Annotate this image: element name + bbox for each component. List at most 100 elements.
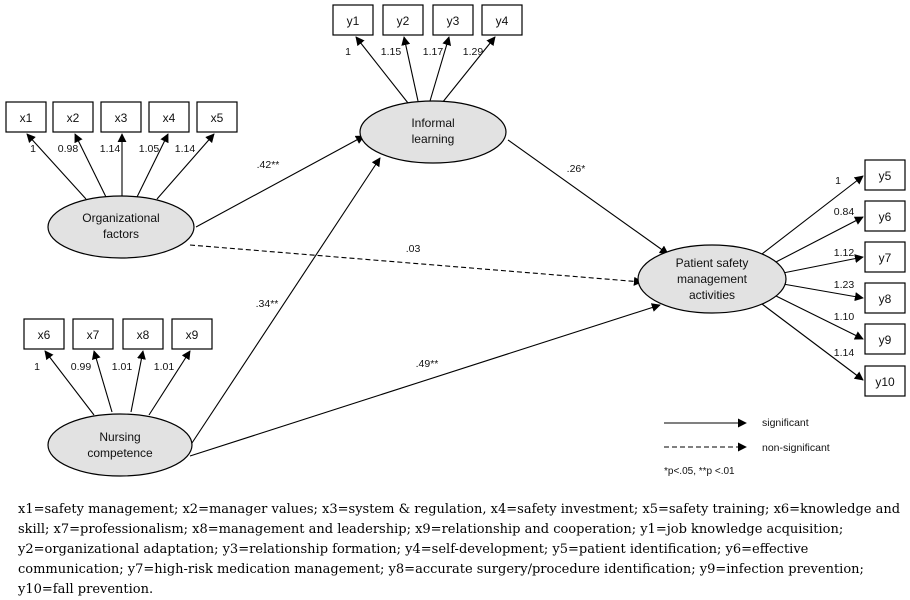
arrow-to-y8 bbox=[782, 283, 864, 302]
arrow-to-x2 bbox=[74, 133, 107, 198]
arrow-to-x9 bbox=[148, 350, 191, 416]
label-x3: x3 bbox=[115, 111, 128, 125]
loading-y6: 0.84 bbox=[834, 206, 855, 218]
label-y6: y6 bbox=[879, 210, 892, 224]
label-y8: y8 bbox=[879, 292, 892, 306]
loading-x8: 1.01 bbox=[112, 361, 133, 373]
coef-nurse-to-patient: .49** bbox=[416, 358, 439, 370]
loading-y2: 1.15 bbox=[381, 46, 402, 58]
informal-learning-line2: learning bbox=[412, 132, 455, 146]
arrow-to-x6 bbox=[44, 350, 95, 416]
coef-org-to-informal: .42** bbox=[257, 159, 280, 171]
arrow-to-y7 bbox=[782, 254, 864, 274]
legend-significant: significant bbox=[762, 417, 809, 429]
arrow-to-y10 bbox=[761, 303, 864, 381]
patient-safety-line3: activities bbox=[689, 288, 735, 302]
construct-labels: Informal learning Organizational factors… bbox=[82, 116, 748, 460]
construct-informal-learning bbox=[359, 100, 507, 164]
loading-x9: 1.01 bbox=[154, 361, 175, 373]
arrow-to-x8 bbox=[130, 350, 146, 413]
loading-values: 1 1.15 1.17 1.29 1 0.98 1.14 1.05 1.14 1… bbox=[30, 46, 854, 373]
box-y3 bbox=[432, 4, 474, 36]
arrow-to-y4 bbox=[441, 36, 496, 104]
label-x1: x1 bbox=[20, 111, 33, 125]
construct-nursing-competence bbox=[47, 413, 193, 477]
loading-y10: 1.14 bbox=[834, 347, 855, 359]
indicator-labels: y1 y2 y3 y4 x1 x2 x3 x4 x5 x6 x7 x8 x9 y… bbox=[20, 14, 895, 389]
path-informal-to-patient bbox=[507, 139, 669, 255]
arrow-to-y1 bbox=[355, 36, 409, 104]
label-y7: y7 bbox=[879, 251, 892, 265]
label-y3: y3 bbox=[447, 14, 460, 28]
arrow-to-x7 bbox=[91, 350, 113, 413]
coef-nurse-to-informal: .34** bbox=[256, 298, 279, 310]
loading-x4: 1.05 bbox=[139, 143, 160, 155]
organizational-factors-line2: factors bbox=[103, 227, 139, 241]
patient-safety-line2: management bbox=[677, 272, 748, 286]
label-x5: x5 bbox=[211, 111, 224, 125]
box-x9 bbox=[171, 318, 213, 350]
informal-learning-line1: Informal bbox=[411, 116, 454, 130]
box-x8 bbox=[122, 318, 164, 350]
significance-note: *p<.05, **p <.01 bbox=[664, 466, 735, 477]
box-y7 bbox=[864, 241, 906, 273]
structural-paths bbox=[189, 135, 669, 457]
nursing-competence-line2: competence bbox=[87, 446, 153, 460]
box-x4 bbox=[148, 101, 190, 133]
path-org-to-informal bbox=[195, 135, 365, 228]
loading-y1: 1 bbox=[345, 46, 351, 58]
figure-caption: x1=safety management; x2=manager values;… bbox=[18, 502, 901, 597]
box-y2 bbox=[382, 4, 424, 36]
label-x6: x6 bbox=[38, 328, 51, 342]
constructs bbox=[47, 100, 787, 477]
loading-x3: 1.14 bbox=[100, 143, 121, 155]
loading-y8: 1.23 bbox=[834, 279, 855, 291]
box-y5 bbox=[864, 159, 906, 191]
construct-organizational-factors bbox=[47, 195, 195, 259]
coef-informal-to-patient: .26* bbox=[567, 163, 586, 175]
label-y4: y4 bbox=[496, 14, 509, 28]
path-diagram: y1 y2 y3 y4 x1 x2 x3 x4 x5 x6 x7 x8 x9 y… bbox=[5, 4, 906, 477]
loading-x1: 1 bbox=[30, 143, 36, 155]
arrow-to-y3 bbox=[429, 36, 452, 102]
indicator-boxes bbox=[5, 4, 906, 397]
box-y4 bbox=[481, 4, 523, 36]
label-y5: y5 bbox=[879, 169, 892, 183]
legend: significant non-significant *p<.05, **p … bbox=[664, 417, 830, 477]
label-y9: y9 bbox=[879, 333, 892, 347]
loading-arrows bbox=[26, 36, 864, 416]
box-x3 bbox=[100, 101, 142, 133]
loading-y4: 1.29 bbox=[463, 46, 484, 58]
box-x5 bbox=[196, 101, 238, 133]
label-y2: y2 bbox=[397, 14, 410, 28]
arrow-to-y2 bbox=[401, 36, 419, 102]
loading-y9: 1.10 bbox=[834, 311, 855, 323]
box-y1 bbox=[332, 4, 374, 36]
coef-org-to-patient: .03 bbox=[406, 243, 421, 255]
box-x7 bbox=[72, 318, 114, 350]
label-x7: x7 bbox=[87, 328, 100, 342]
legend-non-significant: non-significant bbox=[762, 442, 830, 454]
label-y10: y10 bbox=[875, 375, 895, 389]
label-x2: x2 bbox=[67, 111, 80, 125]
construct-patient-safety bbox=[637, 244, 787, 314]
organizational-factors-line1: Organizational bbox=[82, 211, 159, 225]
loading-x2: 0.98 bbox=[58, 143, 79, 155]
arrow-to-y5 bbox=[761, 175, 864, 255]
path-nurse-to-patient bbox=[189, 303, 661, 457]
box-x2 bbox=[52, 101, 94, 133]
label-x4: x4 bbox=[163, 111, 176, 125]
arrow-to-y9 bbox=[773, 294, 864, 340]
label-x9: x9 bbox=[186, 328, 199, 342]
arrow-to-x4 bbox=[136, 133, 169, 198]
loading-x5: 1.14 bbox=[175, 143, 196, 155]
box-y6 bbox=[864, 200, 906, 232]
nursing-competence-line1: Nursing bbox=[99, 430, 140, 444]
loading-x7: 0.99 bbox=[71, 361, 92, 373]
patient-safety-line1: Patient safety bbox=[676, 256, 749, 270]
path-values: .42** .34** .26* .03 .49** bbox=[256, 159, 586, 370]
loading-y5: 1 bbox=[835, 175, 841, 187]
box-y10 bbox=[864, 365, 906, 397]
arrow-to-y6 bbox=[773, 216, 864, 264]
loading-y7: 1.12 bbox=[834, 247, 855, 259]
